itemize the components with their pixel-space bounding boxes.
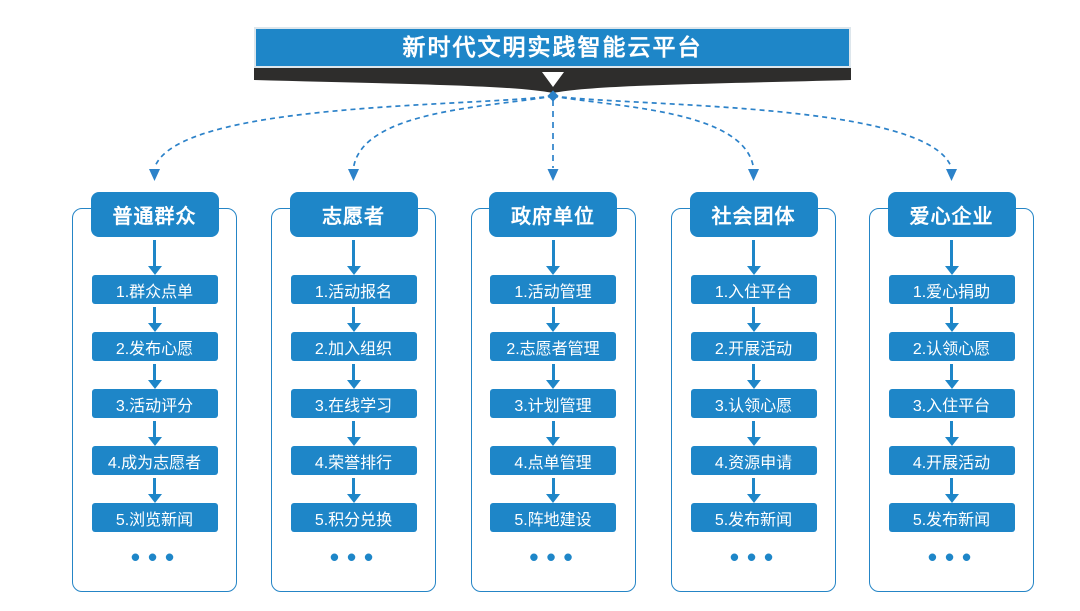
down-arrow-icon xyxy=(746,361,761,389)
step-box: 3.在线学习 xyxy=(290,389,417,418)
more-steps-ellipsis: ••• xyxy=(529,542,581,572)
platform-title: 新时代文明实践智能云平台 xyxy=(402,34,703,60)
step-box: 1.爱心捐助 xyxy=(888,275,1015,304)
down-arrow-icon xyxy=(147,237,162,275)
more-steps-ellipsis: ••• xyxy=(130,542,183,572)
column-government-units: 政府单位 1.活动管理 2.志愿者管理 3.计划管理 4.点单管理 5.阵地建设 ••• xyxy=(470,192,636,600)
column-caring-enterprises: 爱心企业 1.爱心捐助 2.认领心愿 3.入住平台 4.开展活动 5.发布新闻 ••• xyxy=(869,192,1034,600)
down-arrow-icon xyxy=(746,237,761,275)
step-box: 5.积分兑换 xyxy=(290,503,417,532)
down-arrow-icon xyxy=(944,304,959,332)
down-arrow-icon xyxy=(746,304,761,332)
dashed-connector xyxy=(552,95,953,169)
down-arrow-icon xyxy=(746,475,761,503)
step-box: 2.认领心愿 xyxy=(888,332,1015,361)
step-box: 5.发布新闻 xyxy=(690,503,817,532)
down-arrow-icon xyxy=(346,361,361,389)
step-box: 2.开展活动 xyxy=(690,332,817,361)
column-header-government-units: 政府单位 xyxy=(489,192,617,237)
step-box: 5.阵地建设 xyxy=(490,503,616,532)
step-box: 4.开展活动 xyxy=(888,446,1015,475)
step-box: 1.活动报名 xyxy=(290,275,417,304)
more-steps-ellipsis: ••• xyxy=(729,542,782,572)
step-box: 5.浏览新闻 xyxy=(91,503,218,532)
dashed-connector xyxy=(153,95,554,169)
dashed-connector xyxy=(352,95,554,169)
step-box: 3.计划管理 xyxy=(490,389,616,418)
down-arrow-icon xyxy=(944,237,959,275)
column-volunteers: 志愿者 1.活动报名 2.加入组织 3.在线学习 4.荣誉排行 5.积分兑换 ••• xyxy=(271,192,436,600)
down-arrow-icon xyxy=(546,361,560,389)
dashed-connector xyxy=(552,95,755,169)
down-arrow-icon xyxy=(944,475,959,503)
column-header-ordinary-people: 普通群众 xyxy=(90,192,219,237)
step-box: 3.活动评分 xyxy=(91,389,218,418)
connector-arrowhead-icon xyxy=(946,169,957,181)
down-arrow-icon xyxy=(546,304,560,332)
down-arrow-icon xyxy=(147,304,162,332)
down-arrow-icon xyxy=(346,475,361,503)
step-box: 5.发布新闻 xyxy=(888,503,1015,532)
column-header-social-organizations: 社会团体 xyxy=(689,192,818,237)
down-arrow-icon xyxy=(147,361,162,389)
step-box: 1.活动管理 xyxy=(490,275,616,304)
column-header-caring-enterprises: 爱心企业 xyxy=(887,192,1016,237)
banner-down-arrow-icon xyxy=(542,72,564,87)
connector-arrowhead-icon xyxy=(149,169,160,181)
down-arrow-icon xyxy=(346,418,361,446)
down-arrow-icon xyxy=(944,418,959,446)
column-ordinary-people: 普通群众 1.群众点单 2.发布心愿 3.活动评分 4.成为志愿者 5.浏览新闻 ••• xyxy=(72,192,237,600)
step-box: 3.认领心愿 xyxy=(690,389,817,418)
connector-arrowhead-icon xyxy=(348,169,359,181)
platform-title-banner: 新时代文明实践智能云平台 xyxy=(254,27,851,68)
step-box: 4.成为志愿者 xyxy=(91,446,218,475)
connector-arrowhead-icon xyxy=(748,169,759,181)
column-social-organizations: 社会团体 1.入住平台 2.开展活动 3.认领心愿 4.资源申请 5.发布新闻 ••• xyxy=(671,192,836,600)
step-box: 3.入住平台 xyxy=(888,389,1015,418)
step-box: 1.入住平台 xyxy=(690,275,817,304)
step-box: 1.群众点单 xyxy=(91,275,218,304)
step-box: 2.发布心愿 xyxy=(91,332,218,361)
down-arrow-icon xyxy=(746,418,761,446)
more-steps-ellipsis: ••• xyxy=(927,542,980,572)
step-box: 4.荣誉排行 xyxy=(290,446,417,475)
down-arrow-icon xyxy=(147,475,162,503)
down-arrow-icon xyxy=(944,361,959,389)
down-arrow-icon xyxy=(546,475,560,503)
down-arrow-icon xyxy=(346,304,361,332)
step-box: 2.志愿者管理 xyxy=(490,332,616,361)
step-box: 4.点单管理 xyxy=(490,446,616,475)
down-arrow-icon xyxy=(147,418,162,446)
column-header-volunteers: 志愿者 xyxy=(289,192,418,237)
step-box: 4.资源申请 xyxy=(690,446,817,475)
more-steps-ellipsis: ••• xyxy=(329,542,382,572)
down-arrow-icon xyxy=(346,237,361,275)
down-arrow-icon xyxy=(546,418,560,446)
down-arrow-icon xyxy=(546,237,560,275)
connector-arrowhead-icon xyxy=(547,169,559,181)
step-box: 2.加入组织 xyxy=(290,332,417,361)
